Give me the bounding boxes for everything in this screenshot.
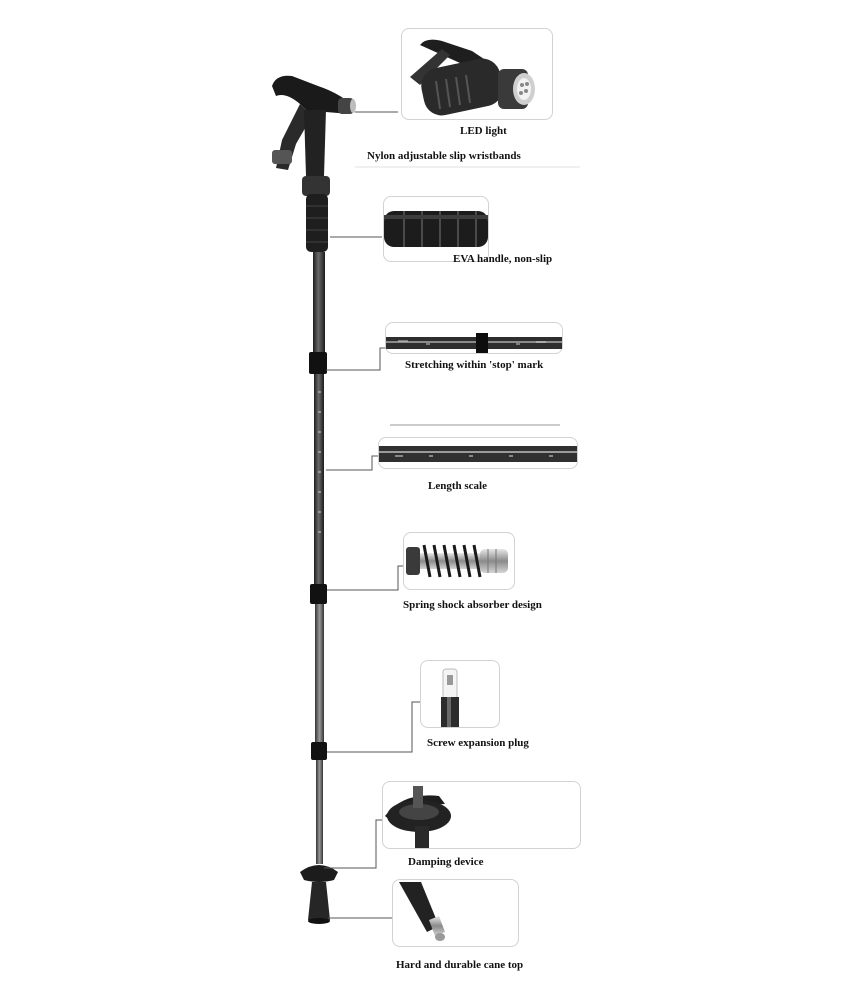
led-flashlight-icon [410,39,535,116]
length-scale-tube-icon [379,446,577,462]
cane-top-label: Hard and durable cane top [396,959,524,971]
cane-top-panel [392,879,519,947]
pole-upper-shaft [313,252,325,352]
wristbands-label: Nylon adjustable slip wristbands [367,150,521,162]
screw-plug-panel [420,660,500,728]
pole-lower-shaft [315,604,324,742]
pole-handle-head [272,75,356,252]
eva-handle-panel [383,196,489,262]
length-scale-panel [378,437,578,469]
expansion-plug-icon [441,668,459,727]
stop-mark-tube-icon [386,333,562,353]
stop-mark-panel [385,322,563,354]
carbide-tip-icon [399,882,445,941]
pole-basket [300,865,338,882]
stretching-label: Stretching within 'stop' mark [405,359,544,371]
spring-panel [403,532,515,590]
damping-label: Damping device [408,856,484,868]
screw-plug-label: Screw expansion plug [427,737,529,749]
spring-absorber-icon [406,544,508,578]
eva-handle-label: EVA handle, non-slip [453,253,553,265]
pole-tip-shaft [316,760,323,864]
spring-label: Spring shock absorber design [403,599,542,611]
led-light-panel [401,28,553,120]
damping-panel [382,781,581,849]
pole-rubber-tip [308,882,330,920]
length-scale-label: Length scale [428,480,487,492]
led-light-label: LED light [460,125,507,137]
damping-basket-icon [385,786,451,848]
pole-middle-shaft [314,374,324,584]
leader-lines [324,111,420,919]
eva-grip-icon [384,211,488,247]
